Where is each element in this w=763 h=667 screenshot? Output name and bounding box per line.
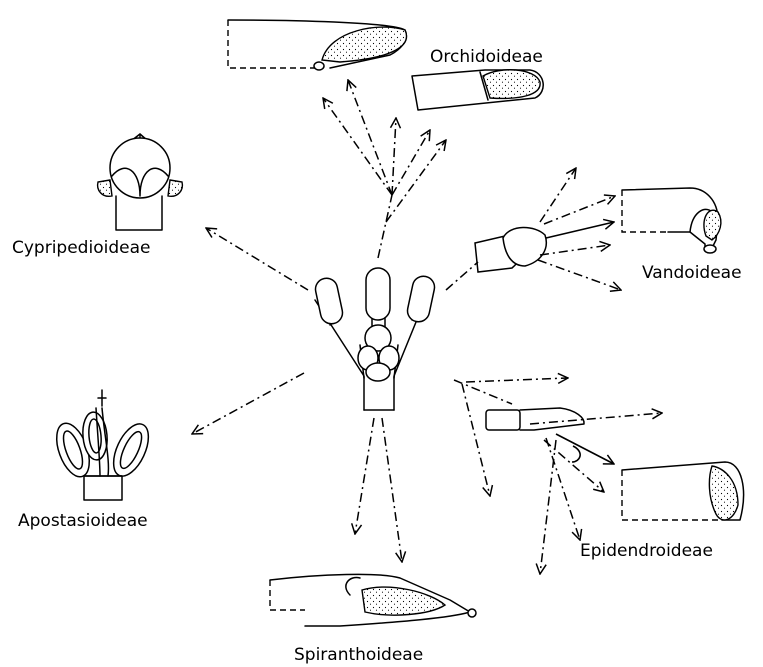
orchidoideae-label: Orchidoideae [430, 47, 543, 67]
cypripedioideae-label: Cypripedioideae [12, 238, 150, 258]
spiranthoideae-label: Spiranthoideae [294, 645, 423, 665]
apostasioideae-flower-drawing [50, 390, 155, 500]
epidendroideae-pollinarium-drawing [486, 408, 584, 430]
vandoideae-pollinarium-drawing [475, 227, 546, 272]
orchidoideae-column-1-drawing [228, 20, 406, 70]
spiranthoideae-column-drawing [270, 574, 476, 626]
orchidoideae-column-2-drawing [412, 70, 543, 110]
epidendroideae-label: Epidendroideae [580, 541, 713, 561]
apostasioideae-label: Apostasioideae [18, 511, 148, 531]
cypripedioideae-flower-drawing [98, 134, 183, 230]
vandoideae-label: Vandoideae [642, 263, 742, 283]
evolution-arrows [192, 80, 662, 574]
epidendroideae-column-drawing [622, 462, 744, 520]
ancestral-column-drawing [313, 268, 436, 410]
vandoideae-column-drawing [622, 188, 721, 253]
